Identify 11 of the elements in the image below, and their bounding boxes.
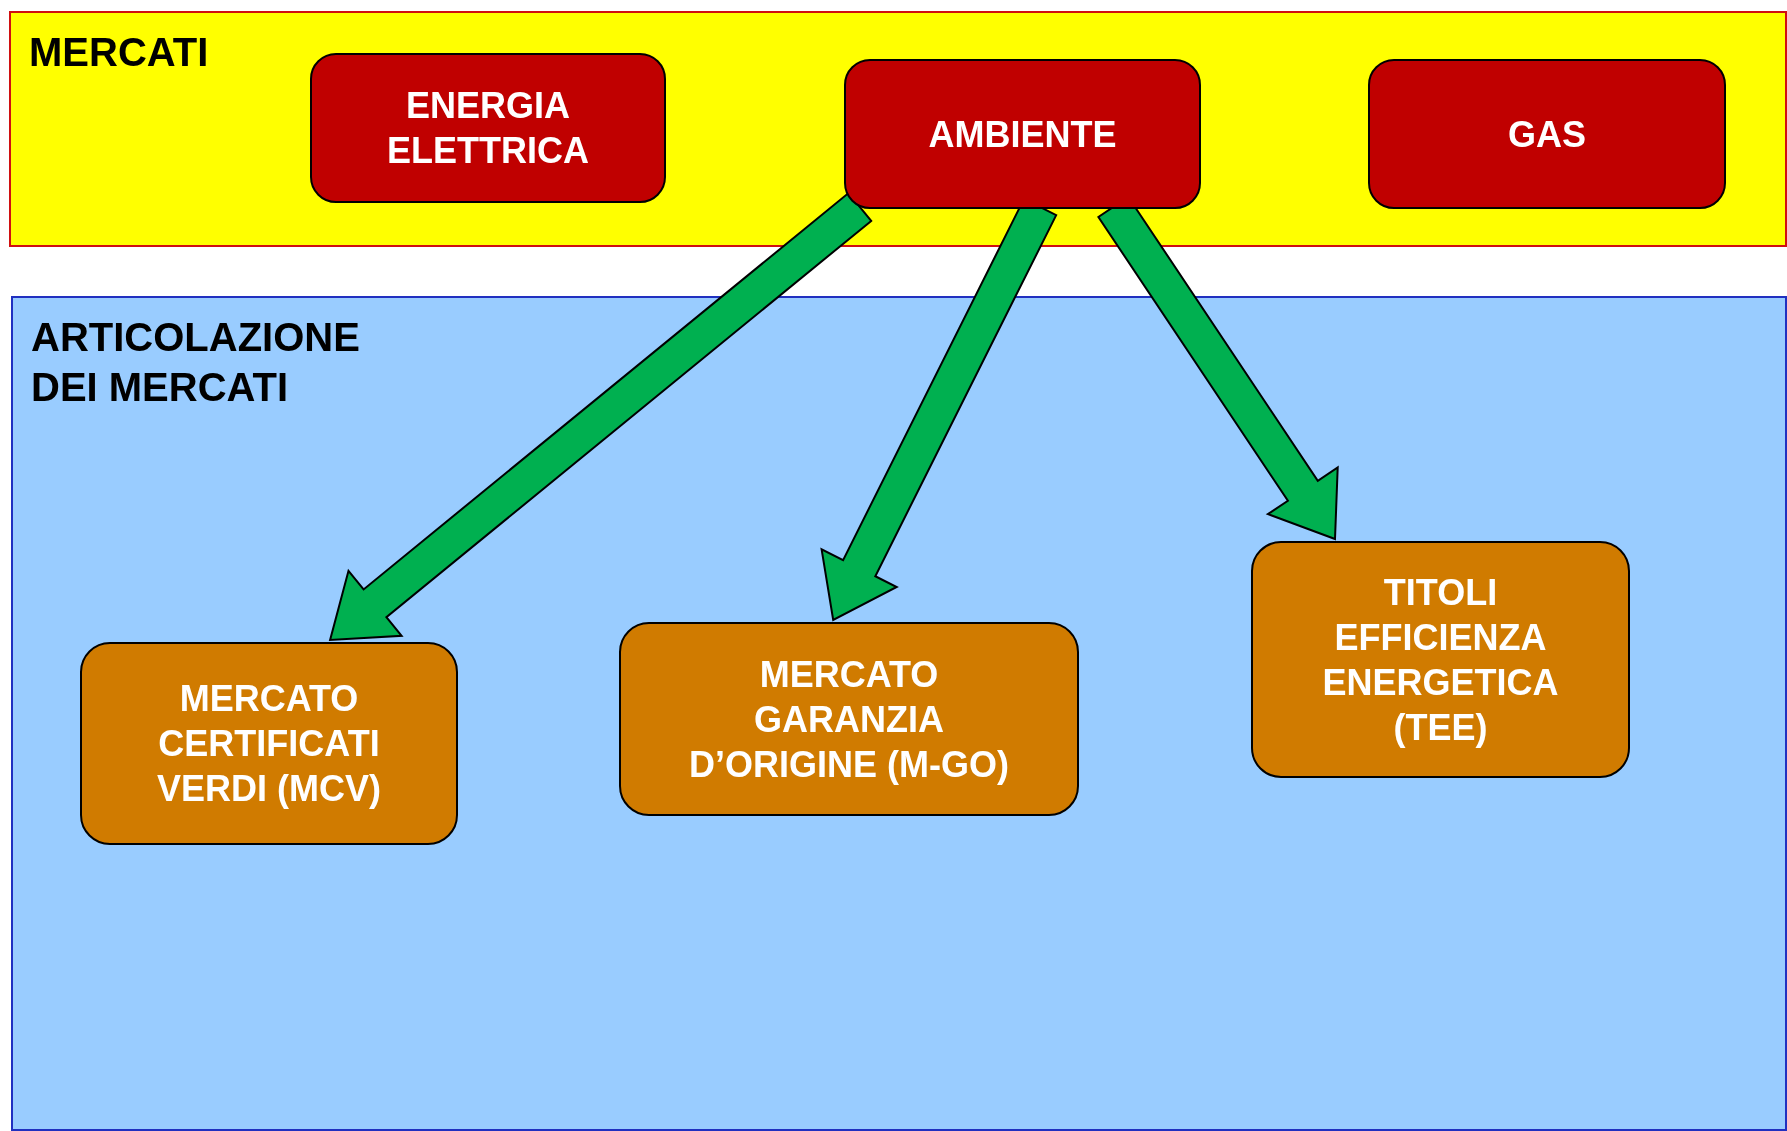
- market-box: MERCATO CERTIFICATI VERDI (MCV): [80, 642, 458, 845]
- market-box: GAS: [1368, 59, 1726, 209]
- market-box: MERCATO GARANZIA D’ORIGINE (M-GO): [619, 622, 1079, 816]
- market-box: TITOLI EFFICIENZA ENERGETICA (TEE): [1251, 541, 1630, 778]
- section-heading: MERCATI: [29, 29, 210, 76]
- section-heading: ARTICOLAZIONE DEI MERCATI: [31, 314, 361, 411]
- section-band: [9, 11, 1787, 247]
- market-box: ENERGIA ELETTRICA: [310, 53, 666, 203]
- section-band: [11, 296, 1787, 1131]
- market-box: AMBIENTE: [844, 59, 1201, 209]
- arrow: [328, 191, 873, 642]
